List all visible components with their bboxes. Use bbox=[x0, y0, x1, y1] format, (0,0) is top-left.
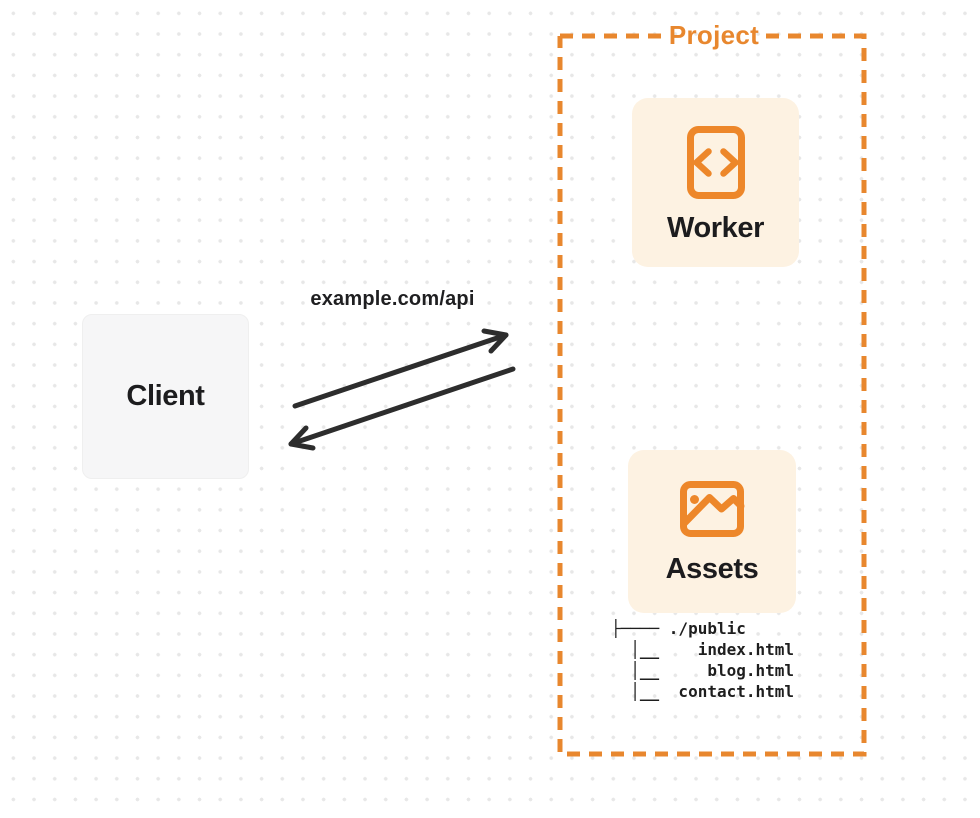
client-label: Client bbox=[126, 380, 205, 412]
response-arrow bbox=[288, 366, 516, 451]
client-node: Client bbox=[82, 314, 249, 479]
project-label: Project bbox=[668, 20, 760, 50]
assets-file-tree: ├──── ./public │__ index.html │__ blog.h… bbox=[611, 619, 795, 701]
worker-node: Worker bbox=[632, 98, 799, 267]
assets-label: Assets bbox=[665, 553, 759, 585]
worker-label: Worker bbox=[667, 212, 764, 244]
request-arrow bbox=[292, 328, 509, 409]
code-file-icon bbox=[686, 126, 745, 199]
request-url-label: example.com/api bbox=[310, 288, 475, 310]
image-icon bbox=[679, 481, 745, 538]
assets-node: Assets bbox=[628, 450, 796, 613]
